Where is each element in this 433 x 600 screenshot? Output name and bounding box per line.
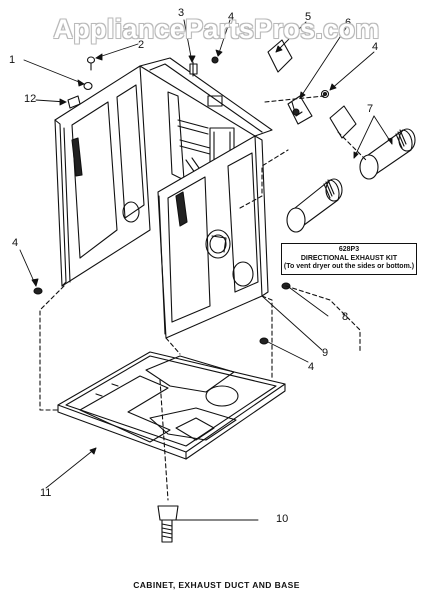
exhaust-bracket-part-6	[287, 95, 313, 125]
screw-part-4-top	[211, 56, 219, 64]
right-side-panel	[157, 135, 269, 339]
callout-5: 5	[305, 11, 312, 23]
exhaust-duct-right	[359, 128, 416, 180]
kit-part-number: 628P3	[338, 246, 360, 253]
screw-part-4-right	[320, 89, 330, 99]
callout-4-top: 4	[228, 11, 235, 23]
callout-2: 2	[138, 39, 145, 51]
leveling-leg-part-10	[157, 505, 179, 543]
plug-part-1	[83, 81, 93, 91]
cover-plate-part-5	[267, 39, 293, 73]
cabinet-base	[57, 351, 286, 460]
callout-4-right: 4	[372, 41, 379, 53]
callout-12: 12	[24, 93, 37, 105]
exhaust-duct-left	[286, 178, 343, 233]
callout-9: 9	[322, 347, 329, 359]
callout-10: 10	[276, 513, 289, 525]
screw-part-2	[86, 56, 96, 71]
callout-8: 8	[342, 311, 349, 323]
leader-lines	[19, 19, 393, 521]
hinge-part-3	[189, 61, 198, 77]
callout-11: 11	[40, 487, 52, 499]
assembly-dashed-lines	[39, 95, 367, 501]
kit-note: (To vent dryer out the sides or bottom.)	[283, 263, 415, 270]
callout-4-left: 4	[12, 237, 19, 249]
kit-title: DIRECTIONAL EXHAUST KIT	[300, 254, 398, 262]
directional-exhaust-kit-box: 628P3 DIRECTIONAL EXHAUST KIT (To vent d…	[281, 243, 417, 275]
vent-cover-part-7	[329, 105, 357, 139]
clip-part-12	[67, 95, 81, 109]
left-side-panel	[54, 65, 151, 287]
screw-part-4-left	[33, 287, 43, 295]
screw-part-4-bottom	[259, 337, 269, 345]
diagram-caption: CABINET, EXHAUST DUCT AND BASE	[133, 580, 300, 590]
callout-4-bottom: 4	[308, 361, 315, 373]
callout-7: 7	[367, 103, 374, 115]
callout-6: 6	[345, 17, 352, 29]
callout-3: 3	[178, 7, 185, 19]
callout-1: 1	[9, 54, 16, 66]
